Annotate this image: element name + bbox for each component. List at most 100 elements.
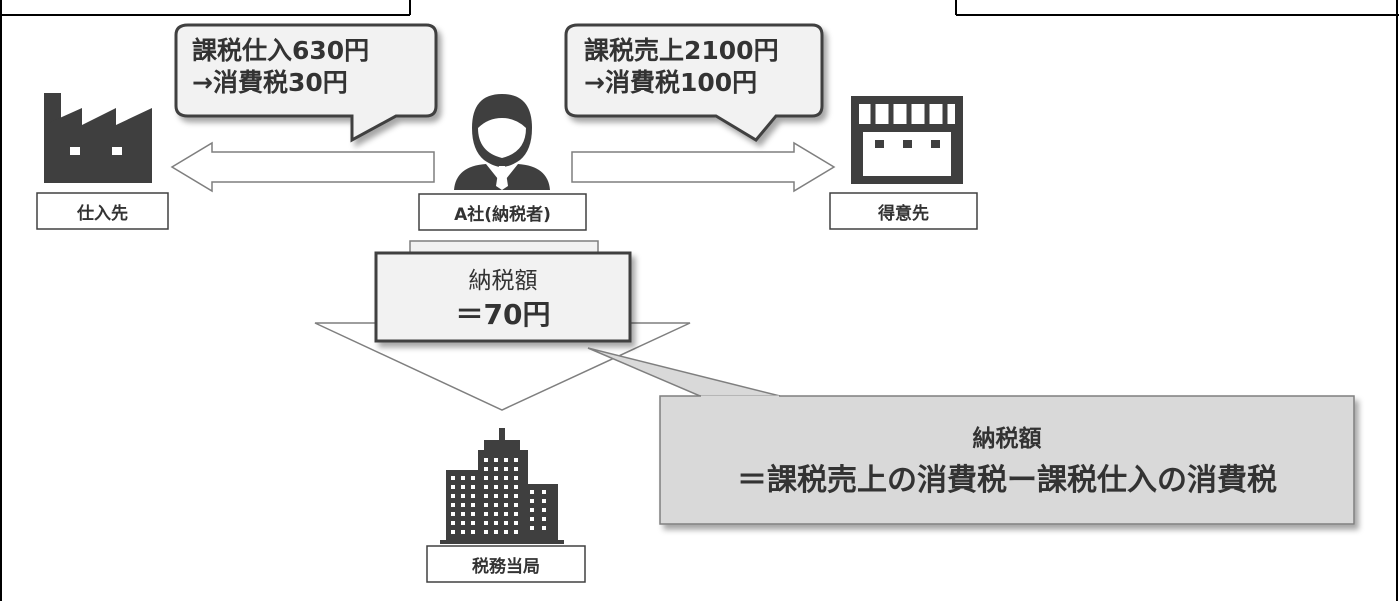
building-window bbox=[471, 485, 475, 489]
building-window bbox=[542, 517, 546, 521]
supplier-label: 仕入先 bbox=[77, 203, 128, 224]
building-window bbox=[514, 467, 518, 471]
building-window bbox=[461, 530, 465, 534]
payment-box bbox=[374, 251, 632, 343]
building-window bbox=[504, 512, 508, 516]
building-window bbox=[461, 503, 465, 507]
customer-box bbox=[829, 192, 978, 230]
building-window bbox=[471, 512, 475, 516]
building-window bbox=[484, 494, 488, 498]
formula-callout-pointer bbox=[587, 347, 781, 397]
building-window bbox=[542, 499, 546, 503]
building-window bbox=[471, 494, 475, 498]
building-window bbox=[504, 476, 508, 480]
building-window bbox=[514, 494, 518, 498]
factory-icon bbox=[44, 93, 152, 183]
building-window bbox=[494, 476, 498, 480]
building-window bbox=[484, 458, 488, 462]
sales-callout-line1: 課税売上2100円 bbox=[584, 36, 779, 65]
payment-label: 納税額 bbox=[468, 268, 538, 294]
building-window bbox=[530, 517, 534, 521]
building-window bbox=[494, 530, 498, 534]
building-window bbox=[451, 521, 455, 525]
building-window bbox=[504, 494, 508, 498]
building-window bbox=[514, 503, 518, 507]
building-window bbox=[471, 476, 475, 480]
building-window bbox=[471, 530, 475, 534]
purchase-callout-text: 課税仕入630円 →消費税30円 bbox=[192, 28, 428, 106]
building-window bbox=[514, 512, 518, 516]
building-window bbox=[461, 521, 465, 525]
purchase-arrow bbox=[170, 141, 435, 193]
building-window bbox=[542, 490, 546, 494]
building-window bbox=[494, 512, 498, 516]
purchase-callout-bubble bbox=[174, 23, 438, 143]
tax-office-label: 税務当局 bbox=[472, 556, 540, 577]
building-window bbox=[514, 530, 518, 534]
building-window bbox=[451, 530, 455, 534]
building-window bbox=[461, 476, 465, 480]
building-window bbox=[494, 494, 498, 498]
building-window bbox=[494, 521, 498, 525]
building-window bbox=[514, 458, 518, 462]
building-window bbox=[504, 458, 508, 462]
building-window bbox=[461, 512, 465, 516]
storefront-icon bbox=[851, 96, 963, 184]
company-box bbox=[418, 193, 587, 231]
building-window bbox=[451, 512, 455, 516]
building-window bbox=[504, 485, 508, 489]
building-window bbox=[484, 521, 488, 525]
building-window bbox=[461, 494, 465, 498]
payment-amount: ＝70円 bbox=[455, 298, 551, 331]
formula-title: 納税額 bbox=[972, 426, 1042, 452]
building-window bbox=[484, 476, 488, 480]
building-window bbox=[484, 467, 488, 471]
building-window bbox=[451, 503, 455, 507]
building-window bbox=[542, 526, 546, 530]
building-window bbox=[451, 494, 455, 498]
building-window bbox=[530, 490, 534, 494]
building-window bbox=[494, 503, 498, 507]
building-window bbox=[504, 503, 508, 507]
building-window bbox=[494, 467, 498, 471]
building-window bbox=[514, 485, 518, 489]
building-window bbox=[504, 521, 508, 525]
formula-expression: ＝課税売上の消費税ー課税仕入の消費税 bbox=[737, 463, 1277, 498]
businessman-icon bbox=[454, 94, 550, 190]
customer-label: 得意先 bbox=[878, 203, 929, 224]
building-window bbox=[542, 508, 546, 512]
building-window bbox=[530, 508, 534, 512]
building-window bbox=[514, 521, 518, 525]
sales-callout-bubble bbox=[564, 23, 824, 142]
building-window bbox=[484, 530, 488, 534]
formula-box bbox=[659, 395, 1355, 525]
building-window bbox=[484, 485, 488, 489]
building-window bbox=[451, 485, 455, 489]
purchase-callout-line2: →消費税30円 bbox=[192, 68, 348, 97]
sales-callout-text: 課税売上2100円 →消費税100円 bbox=[584, 28, 820, 106]
building-window bbox=[514, 476, 518, 480]
payment-box-text: 納税額 ＝70円 bbox=[376, 256, 630, 340]
formula-text: 納税額 ＝課税売上の消費税ー課税仕入の消費税 bbox=[660, 410, 1354, 510]
building-window bbox=[504, 530, 508, 534]
building-window bbox=[471, 503, 475, 507]
supplier-box bbox=[36, 192, 169, 230]
company-label: A社(納税者) bbox=[454, 204, 551, 225]
building-window bbox=[461, 485, 465, 489]
building-window bbox=[530, 499, 534, 503]
building-window bbox=[530, 526, 534, 530]
building-window bbox=[504, 467, 508, 471]
office-building-icon bbox=[440, 428, 564, 544]
building-window bbox=[494, 458, 498, 462]
building-window bbox=[484, 503, 488, 507]
sales-arrow bbox=[571, 141, 836, 193]
building-window bbox=[471, 521, 475, 525]
building-window bbox=[494, 485, 498, 489]
tax-office-box bbox=[426, 545, 586, 583]
building-window bbox=[451, 476, 455, 480]
building-window bbox=[484, 512, 488, 516]
sales-callout-line2: →消費税100円 bbox=[584, 68, 758, 97]
purchase-callout-line1: 課税仕入630円 bbox=[192, 36, 370, 65]
